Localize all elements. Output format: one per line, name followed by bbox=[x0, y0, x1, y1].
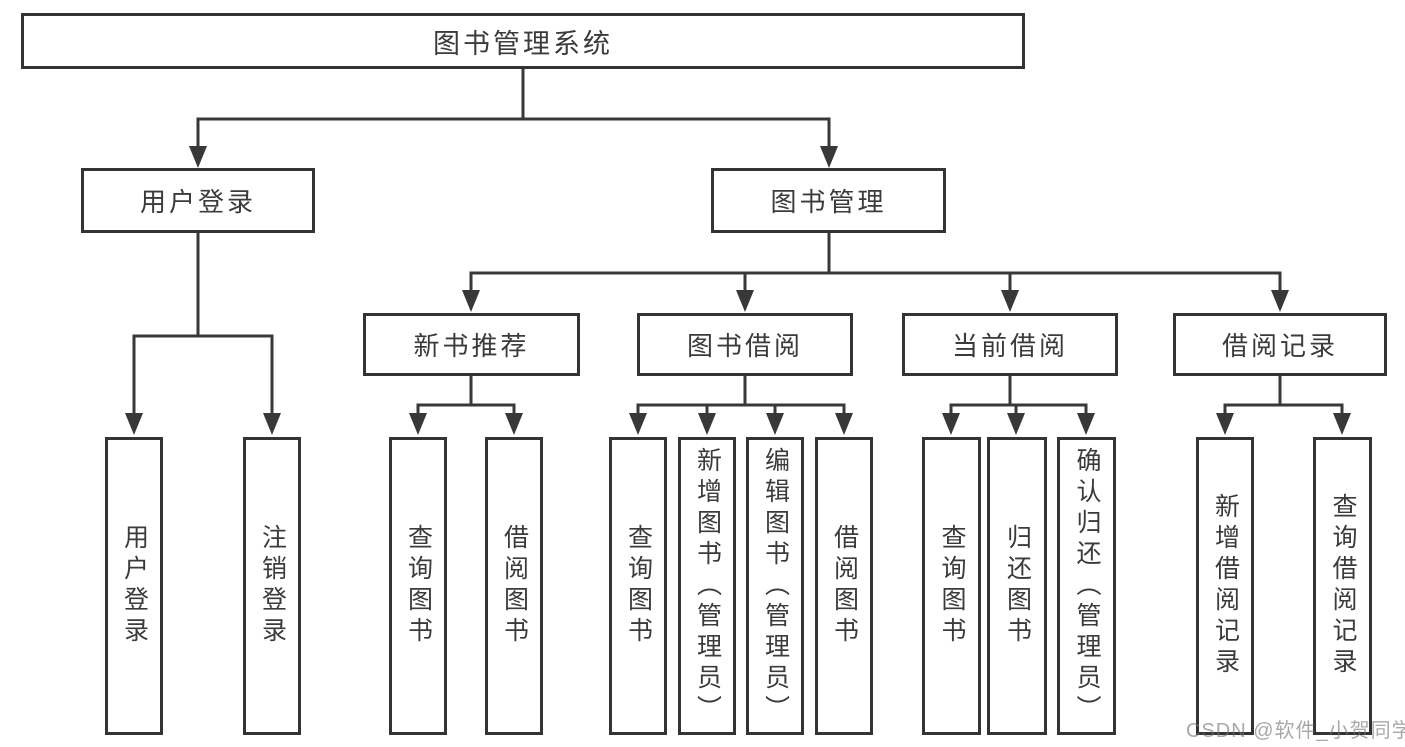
leaf-cb-return-books: 归还图书 bbox=[987, 437, 1047, 735]
leaf-cb-query-books: 查询图书 bbox=[922, 437, 981, 735]
leaf-bb-edit-books-admin: 编辑图书（管理员） bbox=[746, 437, 804, 735]
watermark-csdn: CSDN @软件_小贺同学 bbox=[1186, 720, 1405, 742]
leaf-br-query-record: 查询借阅记录 bbox=[1313, 437, 1372, 735]
leaf-user-login: 用户登录 bbox=[105, 437, 163, 735]
leaf-br-add-record: 新增借阅记录 bbox=[1196, 437, 1254, 735]
node-new-book-recommend: 新书推荐 bbox=[363, 313, 580, 376]
node-book-management: 图书管理 bbox=[711, 168, 946, 233]
leaf-cb-confirm-return-admin: 确认归还（管理员） bbox=[1057, 437, 1116, 735]
node-library-system-root: 图书管理系统 bbox=[21, 13, 1025, 69]
node-user-login: 用户登录 bbox=[81, 168, 315, 233]
node-current-borrowing: 当前借阅 bbox=[902, 313, 1118, 376]
leaf-logout: 注销登录 bbox=[243, 437, 301, 735]
leaf-nb-query-books: 查询图书 bbox=[389, 437, 447, 735]
node-book-borrowing: 图书借阅 bbox=[637, 313, 853, 376]
leaf-bb-add-books-admin: 新增图书（管理员） bbox=[678, 437, 736, 735]
leaf-bb-query-books: 查询图书 bbox=[609, 437, 667, 735]
leaf-nb-borrow-books: 借阅图书 bbox=[485, 437, 543, 735]
node-borrowing-records: 借阅记录 bbox=[1173, 313, 1387, 376]
leaf-bb-borrow-books: 借阅图书 bbox=[815, 437, 873, 735]
